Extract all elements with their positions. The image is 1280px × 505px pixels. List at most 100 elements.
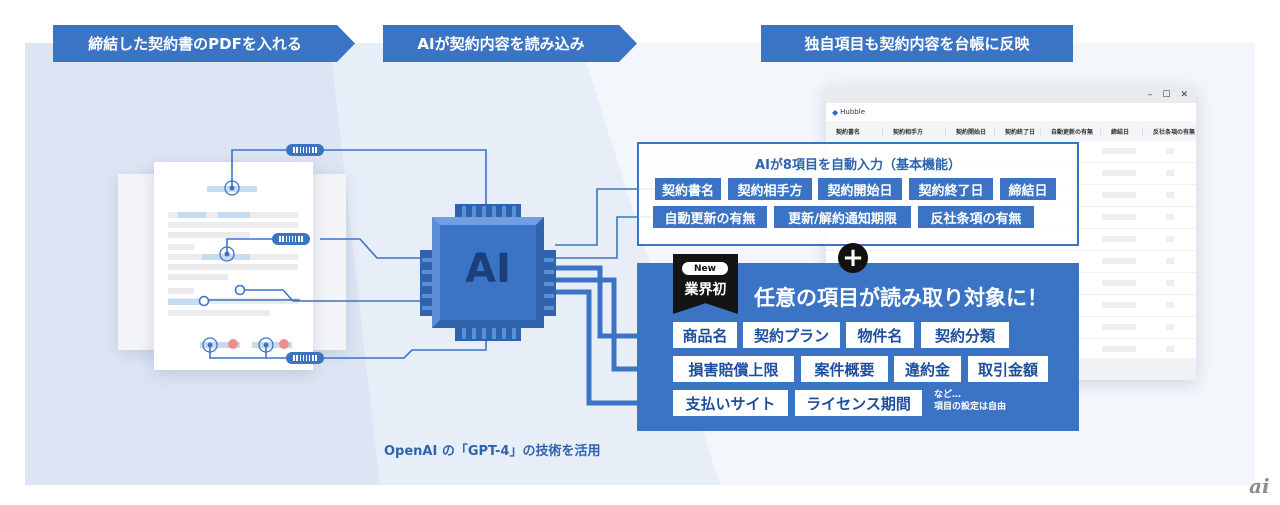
target-marker-icon — [202, 337, 218, 353]
cell-placeholder — [1102, 148, 1136, 154]
target-marker-icon — [258, 337, 274, 353]
step-1-label: 締結した契約書のPDFを入れる — [88, 35, 302, 53]
cell-placeholder — [1102, 170, 1136, 176]
maximize-button[interactable]: ☐ — [1162, 89, 1171, 100]
circuit-line — [555, 188, 655, 246]
ai-chip-icon — [420, 204, 556, 341]
doc-highlight — [218, 212, 250, 218]
ai-chip-label: AI — [465, 246, 511, 292]
cell-placeholder — [1166, 346, 1174, 352]
footer-note: OpenAI の「GPT-4」の技術を活用 — [384, 444, 601, 459]
step-2-label: AIが契約内容を読み込み — [417, 35, 585, 53]
custom-field-tag: 取引金額 — [968, 356, 1048, 382]
doc-highlight — [252, 342, 292, 348]
basic-field-tag: 契約終了日 — [909, 178, 993, 200]
hubble-brand: ◆ Hubble — [826, 103, 1196, 121]
doc-line — [168, 298, 298, 304]
stamp-icon — [228, 339, 238, 349]
basic-field-tag: 反社条項の有無 — [918, 206, 1034, 228]
circuit-line — [555, 216, 655, 259]
circuit-line — [226, 238, 290, 254]
minimize-button[interactable]: – — [1147, 89, 1153, 100]
doc-highlight — [202, 254, 250, 260]
column-header: 契約書名 — [826, 126, 883, 136]
basic-field-tag: 更新/解約通知期限 — [774, 206, 911, 228]
cell-placeholder — [1102, 236, 1136, 242]
basic-field-tag: 自動更新の有無 — [653, 206, 767, 228]
node-circle — [234, 284, 246, 296]
custom-field-tag: 支払いサイト — [673, 390, 788, 416]
circuit-line — [320, 238, 420, 259]
connector-pill — [286, 144, 324, 156]
custom-fields-note: など… 項目の設定は自由 — [934, 389, 1006, 413]
custom-field-tag: 案件概要 — [801, 356, 888, 382]
doc-line — [168, 244, 194, 250]
doc-line — [168, 264, 298, 270]
doc-highlight — [200, 342, 240, 348]
cell-placeholder — [1102, 192, 1136, 198]
cell-placeholder — [1102, 214, 1136, 220]
basic-field-tag: 契約相手方 — [728, 178, 812, 200]
column-header: 反社条項の有無 — [1153, 128, 1196, 136]
plus-icon: + — [838, 243, 868, 273]
publisher-logo: ai — [1249, 474, 1270, 498]
target-marker-icon — [224, 180, 240, 196]
step-1-header: 締結した契約書のPDFを入れる — [53, 25, 355, 62]
circuit-line — [555, 265, 673, 339]
cell-placeholder — [1166, 258, 1174, 264]
close-button[interactable]: ✕ — [1180, 89, 1188, 100]
custom-field-tag: 契約プラン — [743, 322, 840, 348]
doc-line — [168, 310, 270, 316]
stamp-icon — [279, 339, 289, 349]
note-line: 項目の設定は自由 — [934, 402, 1007, 412]
connector-pill — [286, 352, 324, 364]
cell-placeholder — [1166, 280, 1174, 286]
target-dot — [263, 342, 269, 348]
column-header: 自動更新の有無 — [1041, 126, 1101, 136]
column-header: 契約相手方 — [883, 126, 946, 136]
custom-fields-headline: 任意の項目が読み取り対象に！ — [754, 286, 1048, 310]
cell-placeholder — [1166, 236, 1174, 242]
custom-field-tag: 違約金 — [894, 356, 961, 382]
custom-field-tag: ライセンス期間 — [795, 390, 922, 416]
cell-placeholder — [1166, 170, 1174, 176]
basic-field-tag: 締結日 — [1000, 178, 1056, 200]
basic-field-tag: 契約書名 — [655, 178, 721, 200]
custom-field-tag: 商品名 — [673, 322, 737, 348]
cell-placeholder — [1102, 280, 1136, 286]
circuit-line — [244, 289, 420, 302]
window-titlebar: – ☐ ✕ — [826, 86, 1196, 103]
cell-placeholder — [1166, 192, 1174, 198]
new-badge: New — [682, 262, 728, 275]
target-dot — [229, 185, 235, 191]
basic-field-tag: 契約開始日 — [818, 178, 902, 200]
hubble-brand-name: Hubble — [840, 108, 865, 116]
cell-placeholder — [1102, 324, 1136, 330]
doc-highlight — [168, 299, 204, 305]
connector-pill — [272, 233, 310, 245]
column-header: 契約終了日 — [995, 126, 1041, 136]
circuit-line — [231, 149, 290, 188]
cell-placeholder — [1102, 302, 1136, 308]
custom-field-tag: 物件名 — [846, 322, 914, 348]
step-3-header: 独自項目も契約内容を台帳に反映 — [761, 25, 1073, 62]
column-header: 締結日 — [1101, 126, 1143, 136]
circuit-line — [320, 340, 487, 359]
circuit-line — [555, 289, 673, 406]
doc-highlight — [178, 212, 206, 218]
cell-placeholder — [1102, 258, 1136, 264]
cell-placeholder — [1166, 148, 1174, 154]
cell-placeholder — [1166, 324, 1174, 330]
cell-placeholder — [1102, 346, 1136, 352]
basic-fields-title: AIが8項目を自動入力（基本機能） — [755, 158, 961, 173]
cell-placeholder — [1166, 302, 1174, 308]
circuit-line — [320, 149, 487, 204]
hubble-logo-icon: ◆ — [832, 107, 839, 117]
step-2-header: AIが契約内容を読み込み — [383, 25, 637, 62]
table-row[interactable] — [826, 229, 1196, 251]
note-line: など… — [934, 390, 962, 400]
column-header: 契約開始日 — [946, 126, 995, 136]
target-marker-icon — [219, 246, 235, 262]
custom-field-tag: 損害賠償上限 — [673, 356, 794, 382]
step-3-label: 独自項目も契約内容を台帳に反映 — [804, 35, 1030, 53]
